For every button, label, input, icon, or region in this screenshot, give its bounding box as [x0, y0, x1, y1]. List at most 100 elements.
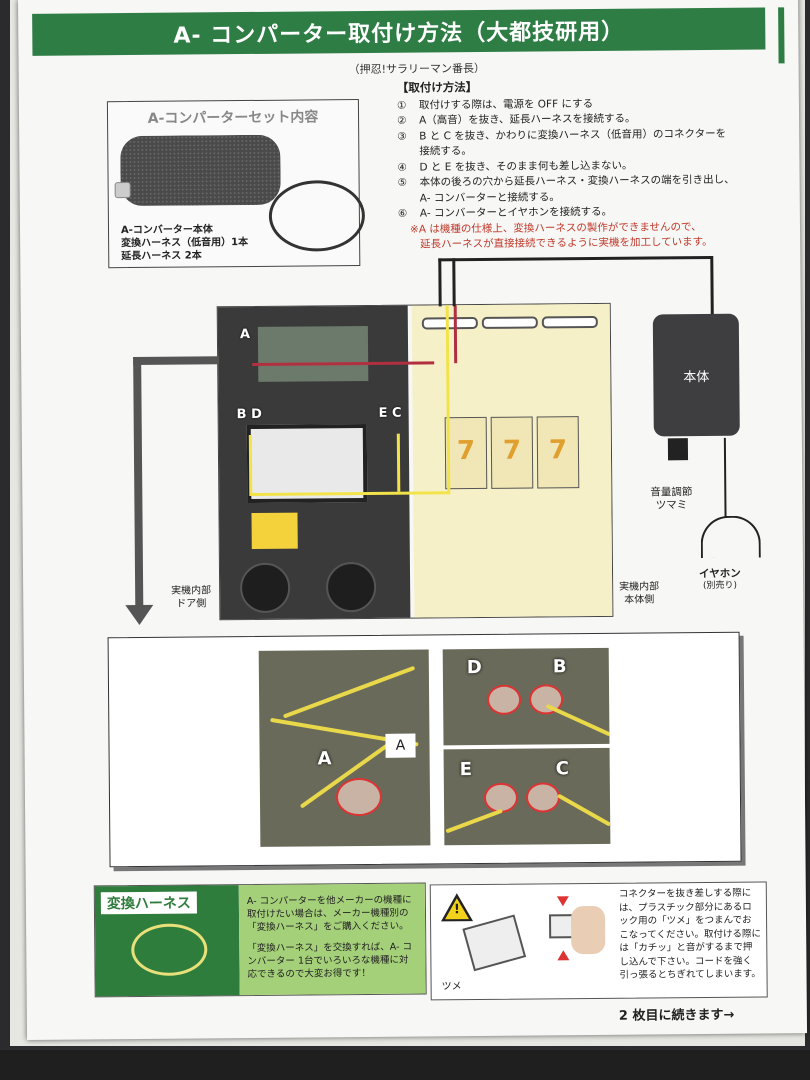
step-text: A- コンバーターとイヤホンを接続する。: [419, 205, 613, 220]
wire: [445, 808, 503, 834]
harness-para: A- コンパーターを他メーカーの機種に取付けたい場合は、メーカー機種別の「変換ハ…: [246, 894, 412, 934]
photo-label-c: C: [555, 758, 570, 780]
tsume-label: ツメ: [441, 981, 462, 993]
harness-cable-image: [268, 179, 366, 252]
slot: [481, 316, 538, 329]
connector-photos: A A D B E C: [107, 631, 742, 868]
set-item: A-コンバーター本体: [120, 224, 213, 237]
label-line: 実機内部: [171, 585, 212, 597]
step-text: 取付けする際は、電源を OFF にする: [418, 97, 594, 112]
step-note: 延長ハーネスが直接接続できるように実機を加工しています。: [420, 235, 713, 251]
photo-connectors-db: D B: [442, 647, 610, 746]
caution-text: コネクターを抜き差しする際には、プラスチック部分にあるロック用の「ツメ」をつまん…: [618, 887, 761, 981]
set-contents-title: A-コンパーターセット内容: [147, 109, 319, 127]
step-number: ③: [397, 130, 407, 143]
earphone-cord: [723, 437, 727, 518]
earphone-icon: [700, 515, 761, 559]
speaker-right: [325, 561, 377, 613]
earphone-note: (別売り): [702, 580, 738, 592]
caution-box: ! ツメ コネクターを抜き差しする際には、プラスチック部分にあるロック用の「ツメ…: [429, 881, 768, 1001]
door-side-label: 実機内部 ドア側: [171, 584, 211, 610]
wire-out-down: [710, 255, 714, 316]
photo-label-d: D: [466, 656, 482, 679]
volume-knob-label: 音量調節 ツマミ: [650, 486, 692, 512]
label-line: 音量調節: [650, 486, 693, 499]
steps-heading: 【取付け方法】: [396, 79, 478, 95]
step-number: ④: [397, 161, 407, 174]
earphone-label: イヤホン (別売り): [699, 568, 741, 592]
finger-illustration: [570, 905, 606, 955]
set-contents-list: A-コンバーター本体 変換ハーネス（低音用）1本 延長ハーネス 2本: [121, 223, 248, 263]
connector-highlight: [486, 684, 522, 715]
page-title-text: A- コンパーター取付け方法（大都技研用）: [173, 19, 625, 49]
harness-para: 「変換ハーネス」を交換すれば、A- コンバーター 1台でいろいろな機種に対応でき…: [247, 941, 413, 981]
machine-door-side-photo: A B D E C: [217, 305, 411, 620]
set-contents-box: A-コンパーターセット内容 A-コンバーター本体 変換ハーネス（低音用）1本 延…: [106, 99, 366, 269]
label-line: ドア側: [176, 598, 207, 610]
photo-connectors-ec: E C: [443, 747, 611, 846]
label-line: 実機内部: [619, 581, 660, 593]
photo-tag-a: A: [385, 733, 416, 758]
arrow-down-icon: [125, 604, 154, 626]
step-number: ⑥: [397, 207, 408, 220]
flow-arrow-vertical: [133, 356, 144, 607]
set-item: 変換ハーネス（低音用）1本: [121, 237, 249, 250]
speaker-left: [239, 562, 291, 614]
wire-a-up: [453, 305, 458, 364]
body-side-label: 実機内部 本体側: [619, 580, 659, 606]
warning-icon: !: [440, 893, 474, 922]
converter-unit-label: 本体: [683, 369, 710, 385]
converter-device-image: [120, 134, 281, 207]
machine-diagram: A B D E C 7 7 7: [216, 302, 614, 621]
slot: [541, 315, 598, 329]
wire: [556, 793, 611, 827]
warning-sticker: [251, 512, 298, 549]
step-number: ②: [397, 114, 407, 127]
label-ec: E C: [378, 405, 402, 421]
reel: 7: [536, 416, 580, 489]
wire: [545, 703, 610, 737]
harness-info-box: 変換ハーネス A- コンパーターを他メーカーの機種に取付けたい場合は、メーカー機…: [93, 882, 427, 998]
wire-bd: [248, 434, 253, 494]
wire-out-top: [438, 255, 713, 262]
step-text: 本体の後ろの穴から延長ハーネス・変換ハーネスの端を引き出し、: [419, 173, 735, 189]
press-arrow-up-icon: [557, 950, 570, 961]
wire-out-1: [438, 258, 442, 307]
wire: [282, 665, 416, 719]
step-number: ⑤: [397, 176, 408, 189]
converter-unit: 本体: [652, 313, 740, 437]
step-item: ⑤ 本体の後ろの穴から延長ハーネス・変換ハーネスの端を引き出し、: [398, 173, 738, 191]
slot: [421, 316, 478, 330]
reel: 7: [444, 416, 488, 490]
harness-image-panel: 変換ハーネス: [94, 885, 240, 997]
label-bd: B D: [236, 406, 262, 423]
earphone-name: イヤホン: [698, 567, 741, 581]
harness-title: 変換ハーネス: [100, 891, 197, 915]
circuit-board: [257, 325, 369, 382]
continue-note: 2 枚目に続きます→: [618, 1007, 735, 1024]
table-surface: [0, 1050, 810, 1080]
harness-description: A- コンパーターを他メーカーの機種に取付けたい場合は、メーカー機種別の「変換ハ…: [238, 883, 426, 996]
instruction-sheet: A- コンパーター取付け方法（大都技研用） （押忍!サラリーマン番長） A-コン…: [18, 0, 808, 1040]
reel: 7: [490, 416, 534, 489]
label-a: A: [239, 326, 251, 343]
harness-coil-image: [131, 923, 208, 977]
step-text: B と C を抜き、かわりに変換ハーネス（低音用）のコネクターを: [419, 127, 727, 143]
page-title: A- コンパーター取付け方法（大都技研用）: [32, 7, 766, 56]
step-item: ③ B と C を抜き、かわりに変換ハーネス（低音用）のコネクターを: [397, 126, 737, 144]
step-number: ①: [396, 99, 407, 112]
wire-ec: [396, 433, 401, 492]
set-item: 延長ハーネス 2本: [121, 250, 202, 263]
connector-illustration: [462, 914, 527, 972]
machine-body-side-diagram: 7 7 7: [411, 303, 613, 618]
photo-connector-a: A A: [258, 649, 431, 847]
photo-label-e: E: [459, 759, 473, 781]
connector-highlight: [335, 777, 383, 817]
page-subtitle: （押忍!サラリーマン番長）: [348, 61, 486, 77]
press-arrow-down-icon: [556, 896, 569, 907]
label-line: ツマミ: [655, 499, 688, 512]
photo-label-a: A: [317, 748, 332, 770]
volume-knob-icon: [667, 438, 689, 461]
photo-label-b: B: [552, 656, 567, 678]
